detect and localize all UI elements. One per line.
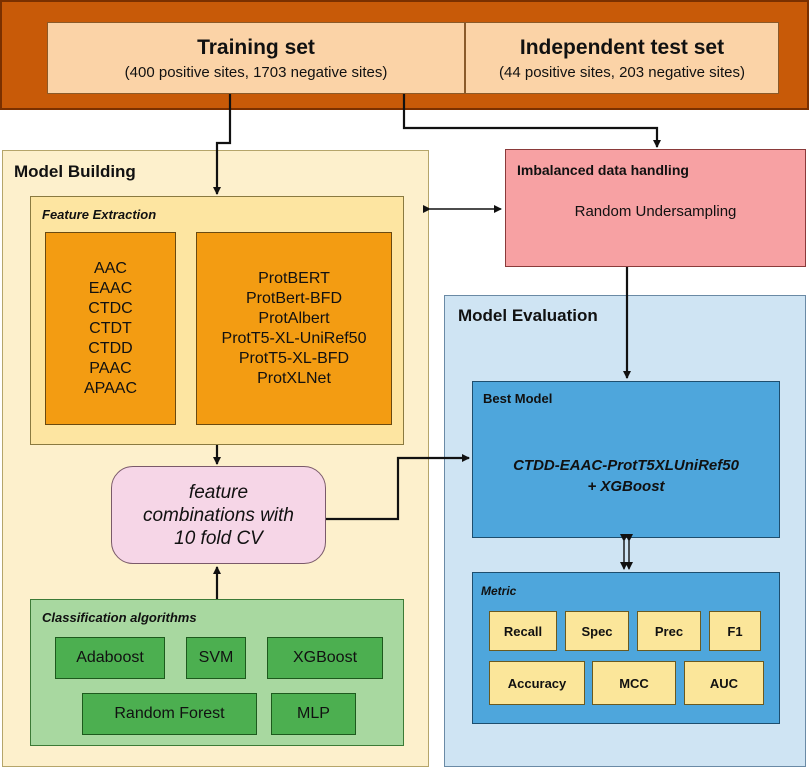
metric-mcc: MCC [592, 661, 676, 705]
plm-item: ProtT5-XL-BFD [238, 349, 350, 367]
test-set-box: Independent test set (44 positive sites,… [465, 22, 779, 94]
feature-combinations-line: combinations with [142, 504, 295, 526]
undersampling-method: Random Undersampling [574, 203, 737, 220]
feature-extraction-title: Feature Extraction [42, 207, 157, 222]
feature-item: CTDC [88, 299, 133, 317]
feature-item: APAAC [83, 379, 138, 397]
handcrafted-features-box: AAC EAAC CTDC CTDT CTDD PAAC APAAC [45, 232, 176, 425]
best-model-box [472, 381, 780, 538]
metric-f1: F1 [709, 611, 761, 651]
model-evaluation-title: Model Evaluation [458, 306, 598, 325]
best-model-name: CTDD-EAAC-ProtT5XLUniRef50 + XGBoost [472, 455, 780, 497]
training-set-title: Training set [197, 35, 315, 59]
plm-item: ProtBert-BFD [245, 289, 342, 307]
metric-auc: AUC [684, 661, 764, 705]
metric-accuracy: Accuracy [489, 661, 585, 705]
training-set-subtitle: (400 positive sites, 1703 negative sites… [124, 63, 388, 81]
algorithm-xgboost: XGBoost [267, 637, 383, 679]
imbalanced-data-handling-box [505, 149, 806, 267]
algorithm-random-forest: Random Forest [82, 693, 257, 735]
plm-item: ProtT5-XL-UniRef50 [221, 329, 367, 347]
metric-recall: Recall [489, 611, 557, 651]
test-set-subtitle: (44 positive sites, 203 negative sites) [499, 63, 745, 81]
feature-item: AAC [94, 259, 127, 277]
feature-item: EAAC [88, 279, 133, 297]
best-model-line: CTDD-EAAC-ProtT5XLUniRef50 [513, 457, 739, 474]
algorithm-adaboost: Adaboost [55, 637, 165, 679]
feature-item: CTDD [88, 339, 133, 357]
training-set-box: Training set (400 positive sites, 1703 n… [47, 22, 465, 94]
feature-combinations-box: feature combinations with 10 fold CV [111, 466, 326, 564]
classification-algorithms-title: Classification algorithms [42, 610, 197, 625]
feature-combinations-line: feature [188, 481, 249, 503]
feature-combinations-line: 10 fold CV [174, 527, 263, 549]
metric-spec: Spec [565, 611, 629, 651]
metric-title: Metric [481, 584, 517, 598]
best-model-title: Best Model [483, 391, 553, 406]
feature-item: PAAC [89, 359, 132, 377]
metric-prec: Prec [637, 611, 701, 651]
plm-item: ProtAlbert [258, 309, 330, 327]
algorithm-mlp: MLP [271, 693, 356, 735]
test-set-title: Independent test set [519, 35, 725, 59]
plm-item: ProtXLNet [257, 369, 331, 387]
imbalanced-data-handling-title: Imbalanced data handling [517, 162, 689, 178]
algorithm-svm: SVM [186, 637, 246, 679]
protein-language-model-features-box: ProtBERT ProtBert-BFD ProtAlbert ProtT5-… [196, 232, 392, 425]
plm-item: ProtBERT [258, 269, 330, 287]
model-building-title: Model Building [14, 162, 136, 181]
feature-item: CTDT [89, 319, 132, 337]
best-model-line: + XGBoost [587, 478, 665, 495]
